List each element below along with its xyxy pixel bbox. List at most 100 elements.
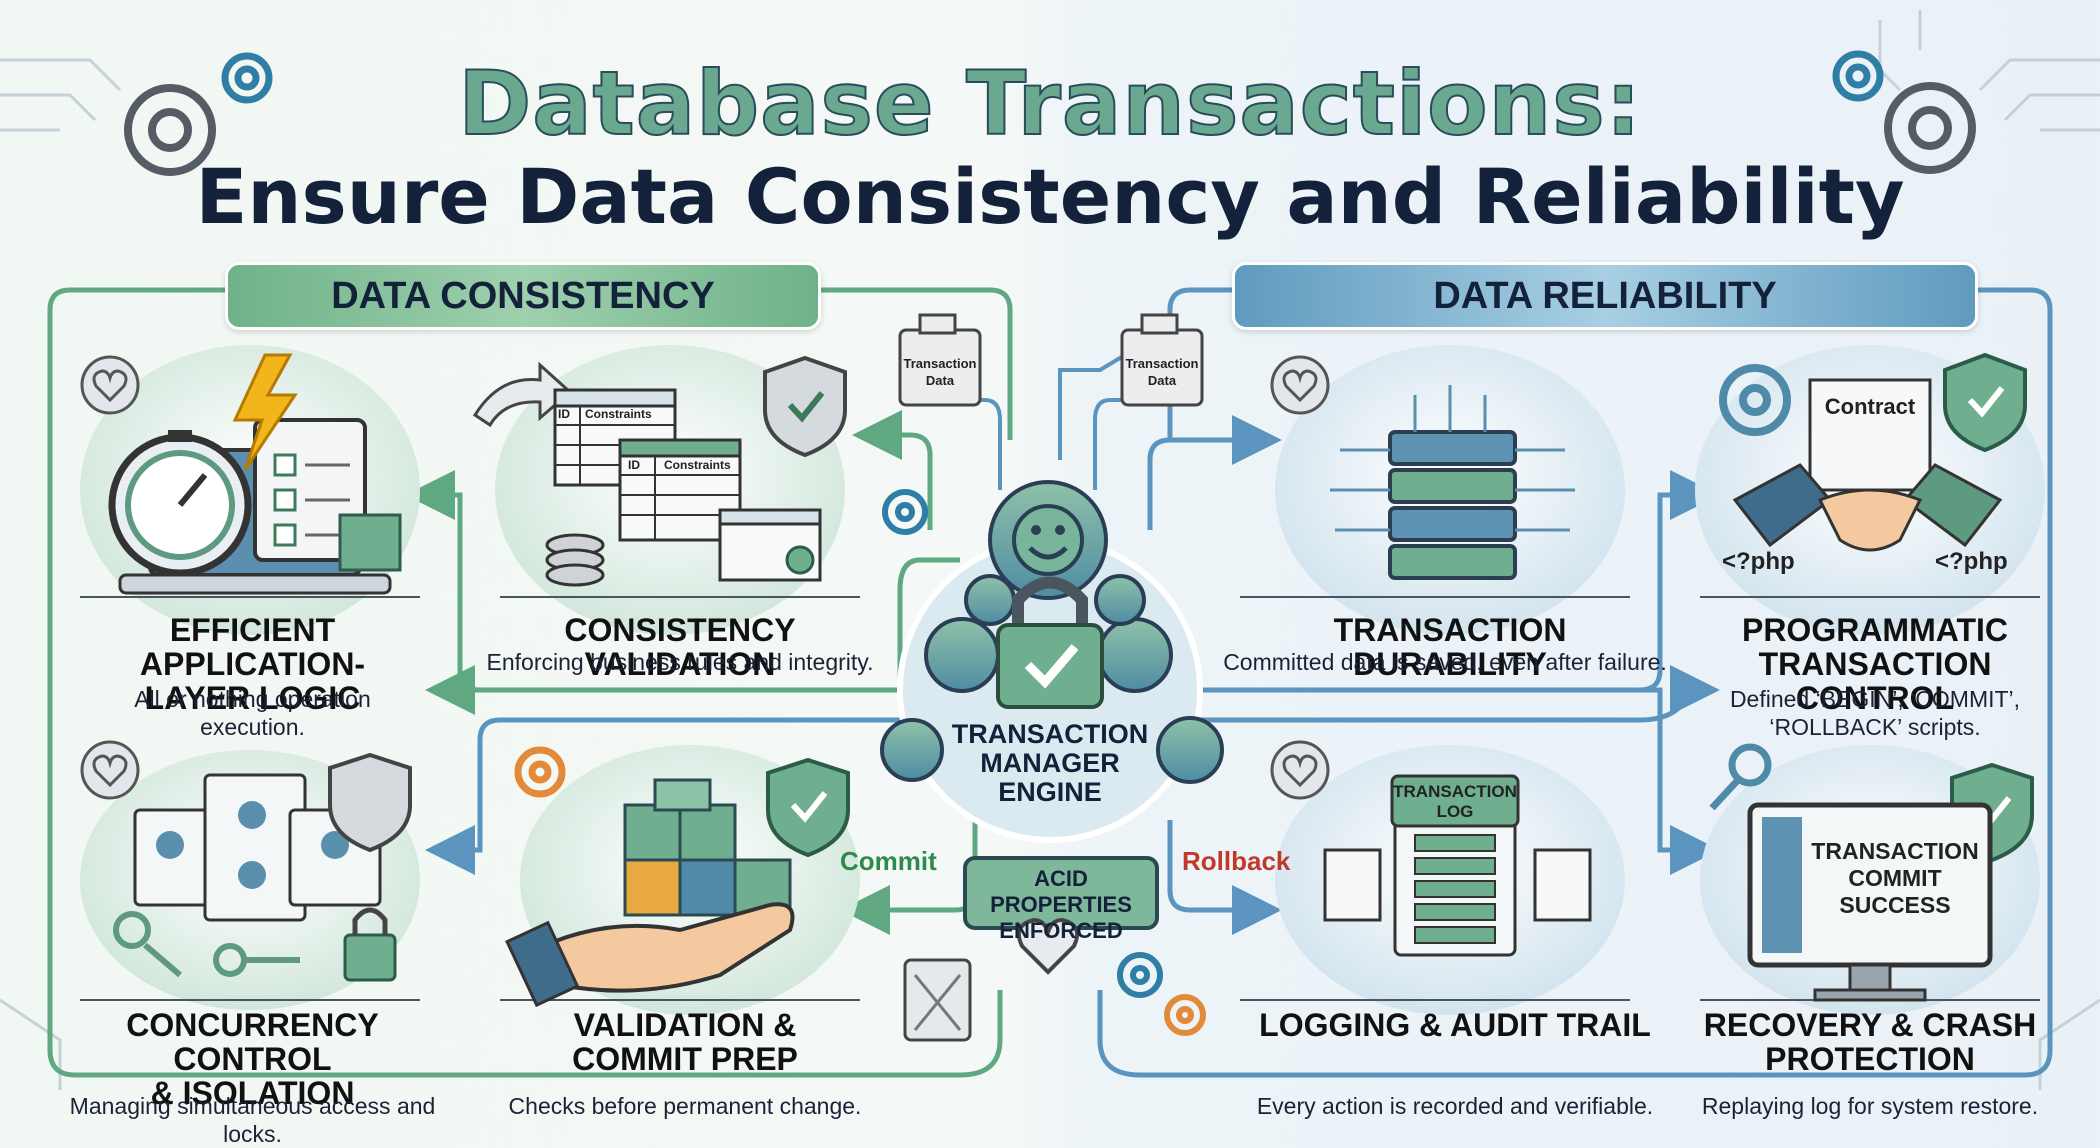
gear-icon <box>124 82 1976 176</box>
shield-check-icon <box>766 757 850 858</box>
panel-recovery-title-line2: PROTECTION <box>1765 1041 1975 1077</box>
panel-concurrency-desc: Managing simultaneous access and locks. <box>69 1093 436 1147</box>
panel-commitprep-title-line2: COMMIT PREP <box>572 1041 798 1077</box>
transaction-data-label-right-line2: Data <box>1147 373 1177 388</box>
panel-validation-desc: Enforcing business rules and integrity. <box>486 649 874 675</box>
php-tag-left: <?php <box>1722 548 1795 575</box>
contract-label: Contract <box>1824 394 1916 419</box>
heart-icon <box>80 355 140 415</box>
padlock-icon <box>343 907 397 982</box>
shield-lock-icon <box>328 752 412 853</box>
transaction-data-label-right-line1: Transaction <box>1125 356 1199 371</box>
shield-check-icon <box>1943 352 2027 453</box>
acid-label-line1: ACID PROPERTIES <box>990 866 1132 917</box>
engine-label-line1: TRANSACTION <box>951 719 1149 749</box>
redo-arrow-icon <box>472 361 573 428</box>
consistency-frame <box>47 287 1003 1078</box>
commit-success-line1: TRANSACTION <box>1811 838 1979 864</box>
panel-validation-title: CONSISTENCY VALIDATION <box>564 612 796 682</box>
acid-label-line2: ENFORCED <box>999 918 1123 943</box>
panel-commitprep-desc: Checks before permanent change. <box>508 1093 862 1119</box>
server-stack-icon <box>1388 430 1517 580</box>
transaction-log-label-line1: TRANSACTION <box>1393 782 1517 801</box>
commit-success-line3: SUCCESS <box>1839 892 1951 918</box>
panel-durability-desc: Committed data is saved, even after fail… <box>1223 649 1667 675</box>
heart-icon <box>1270 355 1330 415</box>
rollback-flow-label: Rollback <box>1182 846 1291 876</box>
section-banner-consistency: DATA CONSISTENCY <box>225 262 821 330</box>
heart-icon <box>1017 917 1079 975</box>
contract-doc-icon <box>1808 378 1932 492</box>
gear-icon <box>880 480 1224 784</box>
coins-icon <box>545 533 605 587</box>
gear-icon <box>514 746 566 798</box>
reliability-frame <box>1097 287 2053 1078</box>
key-icon <box>213 943 300 977</box>
page-subtitle: Ensure Data Consistency and Reliability <box>195 152 1905 241</box>
panel-logging-title: LOGGING & AUDIT TRAIL <box>1259 1007 1651 1043</box>
table-constraints-label-2: Constraints <box>664 458 731 472</box>
constraints-table-icon <box>553 388 822 582</box>
shield-check-icon <box>763 355 847 458</box>
transaction-data-label-right: Transaction Data <box>1122 355 1202 389</box>
transaction-data-label-left-line2: Data <box>925 373 955 388</box>
panel-efficient-desc-line2: execution. <box>200 714 305 740</box>
document-icon <box>1533 848 1592 922</box>
page-title: Database Transactions: <box>457 51 1642 156</box>
key-icon <box>113 911 182 978</box>
heart-icon <box>80 740 140 800</box>
document-icon <box>1323 848 1382 922</box>
panel-programmatic-title-line2: TRANSACTION CONTROL <box>1758 646 1992 716</box>
transaction-data-can-icon <box>1120 313 1204 407</box>
section-banner-reliability: DATA RELIABILITY <box>1232 262 1978 330</box>
handshake-icon <box>1732 463 2003 552</box>
commit-success-line2: COMMIT <box>1848 865 1942 891</box>
lightning-icon <box>232 353 298 471</box>
gear-icon <box>1164 994 1206 1036</box>
table-id-label-1: ID <box>558 407 570 421</box>
acid-label: ACID PROPERTIES ENFORCED <box>965 866 1157 944</box>
panel-recovery-title: RECOVERY & CRASH PROTECTION <box>1700 1008 2040 1076</box>
panel-efficient-title-line1: EFFICIENT APPLICATION- <box>139 612 366 682</box>
panel-concurrency-title-line2: & ISOLATION <box>150 1075 355 1111</box>
padlock-icon <box>996 576 1104 709</box>
panel-durability-title: TRANSACTION DURABILITY <box>1333 612 1567 682</box>
panel-programmatic-title: PROGRAMMATIC TRANSACTION CONTROL <box>1680 613 2070 715</box>
clipboard-icon <box>253 418 367 562</box>
panel-commitprep-title-line1: VALIDATION & <box>573 1007 797 1043</box>
panel-commitprep-title: VALIDATION & COMMIT PREP <box>520 1008 850 1076</box>
gear-icon <box>1719 364 1791 436</box>
engine-label-line2: MANAGER <box>980 748 1120 778</box>
gear-icon <box>221 50 1884 104</box>
panel-concurrency-title: CONCURRENCY CONTROL & ISOLATION <box>60 1008 445 1110</box>
commit-flow-label: Commit <box>840 846 937 876</box>
panel-logging-desc: Every action is recorded and verifiable. <box>1256 1093 1654 1119</box>
heart-icon <box>1270 740 1330 800</box>
php-tag-right: <?php <box>1935 548 2008 575</box>
key-icon <box>1709 743 1772 811</box>
panel-programmatic-desc-line1: Defined ‘BEGIN’, ‘COMMIT’, <box>1729 686 2021 712</box>
commit-success-screen: TRANSACTION COMMIT SUCCESS <box>1805 838 1985 919</box>
transaction-data-label-left-line1: Transaction <box>903 356 977 371</box>
panel-efficient-title-line2: LAYER LOGIC <box>144 680 361 716</box>
hand-icon <box>521 902 795 993</box>
panel-programmatic-desc: Defined ‘BEGIN’, ‘COMMIT’, ‘ROLLBACK’ sc… <box>1700 685 2050 741</box>
table-id-label-2: ID <box>628 458 640 472</box>
box-icon <box>338 513 402 572</box>
table-constraints-label-1: Constraints <box>585 407 652 421</box>
engine-label: TRANSACTION MANAGER ENGINE <box>930 720 1170 807</box>
panel-recovery-desc: Replaying log for system restore. <box>1701 1093 2039 1119</box>
fuel-can-icon <box>903 958 972 1042</box>
engine-label-line3: ENGINE <box>998 777 1102 807</box>
transaction-log-label-line2: LOG <box>1436 802 1474 821</box>
panel-concurrency-title-line1: CONCURRENCY CONTROL <box>126 1007 379 1077</box>
monitor-icon <box>1747 802 1993 1002</box>
transaction-data-label-left: Transaction Data <box>900 355 980 389</box>
panel-efficient-desc: All or nothing operation execution. <box>80 685 425 741</box>
transaction-log-label: TRANSACTION LOG <box>1392 782 1518 822</box>
gear-icon <box>882 489 1163 998</box>
panel-efficient-desc-line1: All or nothing operation <box>134 686 371 712</box>
panel-programmatic-desc-line2: ‘ROLLBACK’ scripts. <box>1769 714 1981 740</box>
transaction-data-can-icon <box>898 313 982 407</box>
